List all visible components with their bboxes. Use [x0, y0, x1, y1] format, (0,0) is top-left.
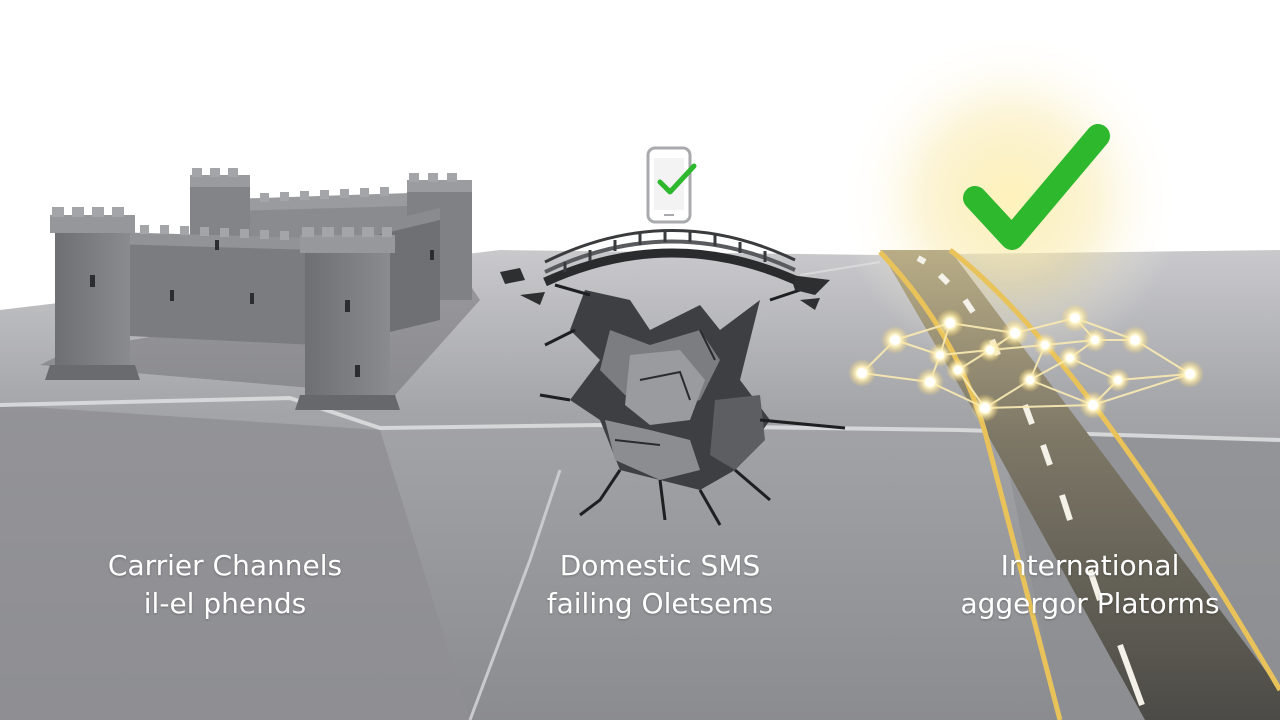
- smartphone-check-icon: [646, 146, 697, 224]
- ground-left-shade: [0, 405, 470, 720]
- caption-domestic-line1: Domestic SMS: [559, 549, 761, 582]
- check-icon: [963, 124, 1110, 250]
- caption-domestic-line2: failing Oletsems: [546, 587, 774, 620]
- caption-carrier-line2: il-el phends: [143, 587, 307, 620]
- ground-seam: [468, 469, 562, 720]
- caption-international-line2: aggergor Platorms: [960, 587, 1220, 620]
- caption-international-line1: International: [1000, 549, 1180, 582]
- bridge-icon: [543, 229, 797, 287]
- caption-carrier-line1: Carrier Channels: [107, 549, 343, 582]
- castle-icon: [40, 168, 480, 410]
- caption-carrier-channels: Carrier Channels il-el phends: [60, 547, 390, 623]
- road-icon: [840, 30, 1280, 720]
- caption-international: International aggergor Platorms: [930, 547, 1250, 623]
- network-nodes-icon: [848, 304, 1204, 422]
- ground-crack-icon: [500, 268, 846, 526]
- caption-domestic-sms: Domestic SMS failing Oletsems: [505, 547, 815, 623]
